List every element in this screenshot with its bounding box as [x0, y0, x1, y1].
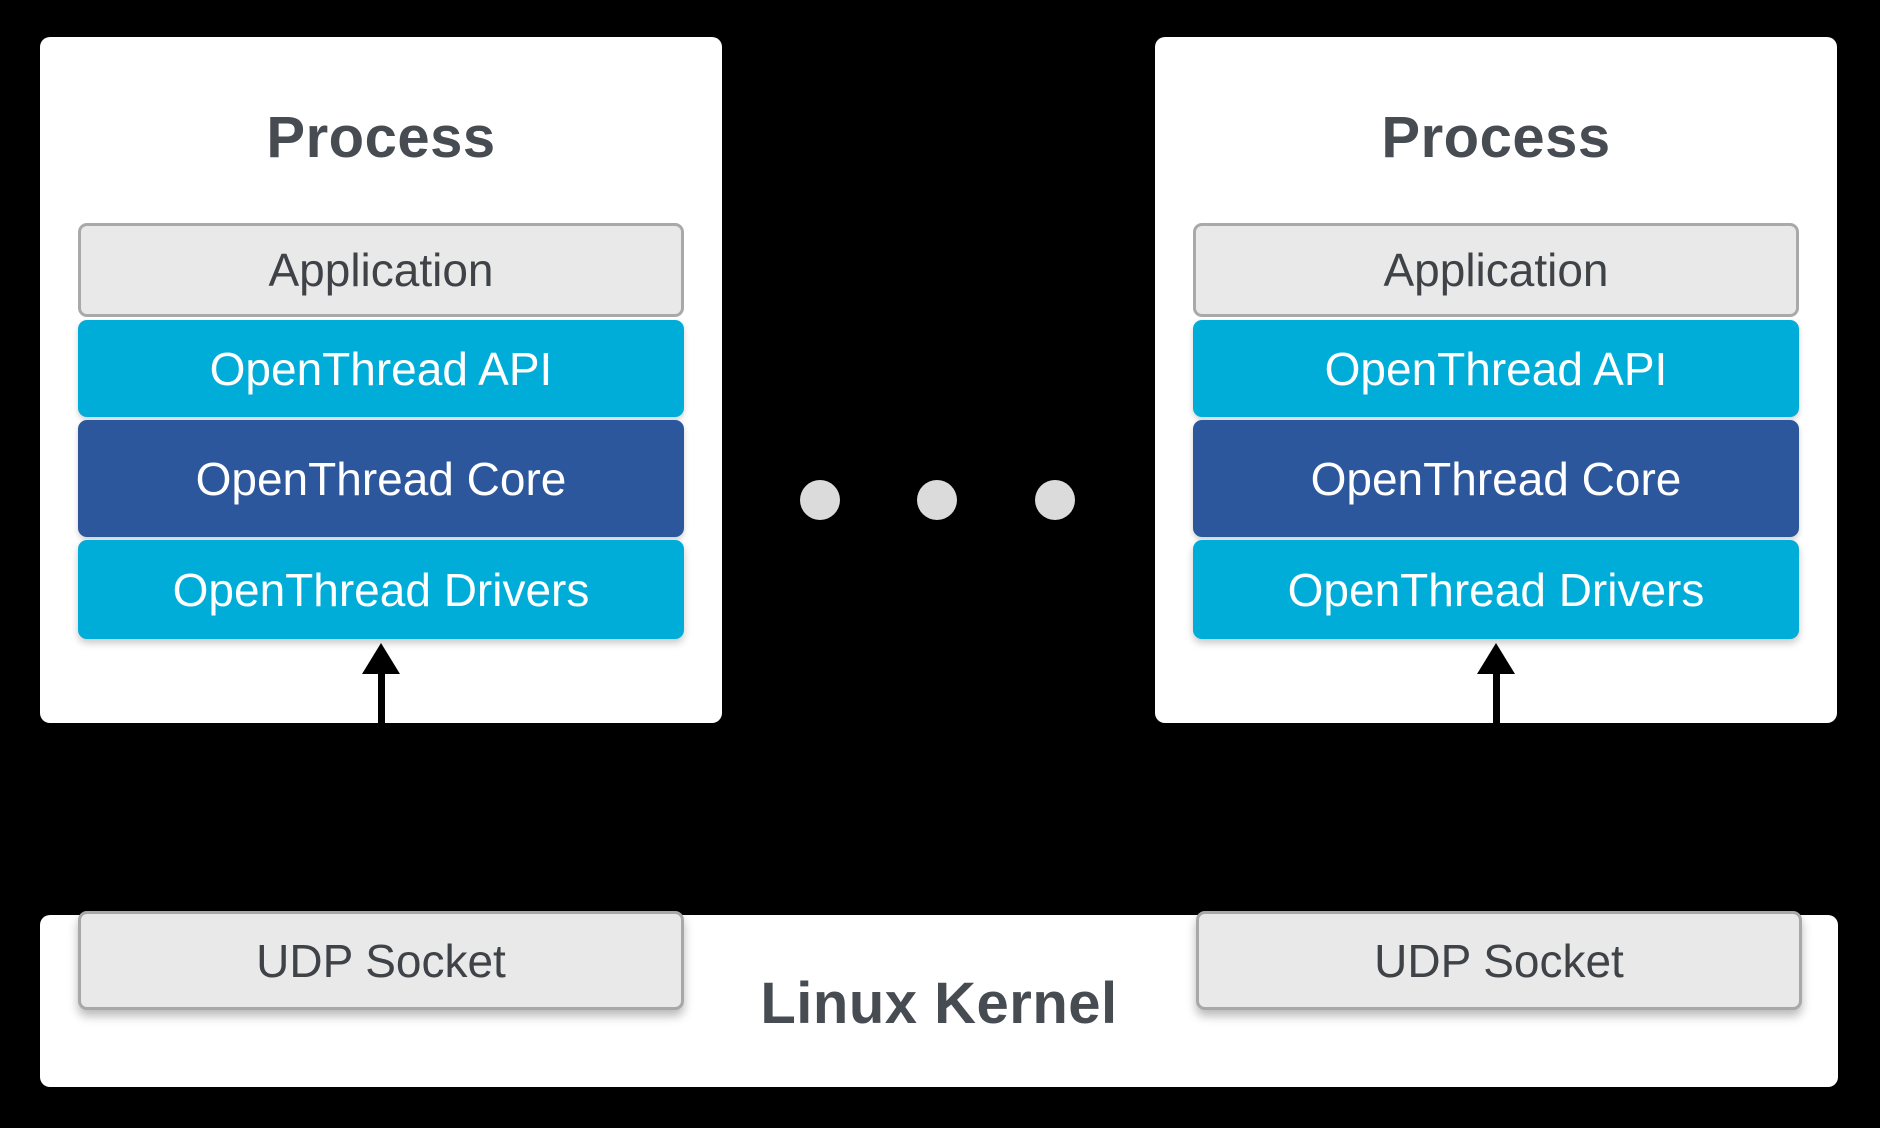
process-panel-right: Process Application OpenThread API OpenT… — [1155, 37, 1837, 723]
linux-kernel-label: Linux Kernel — [760, 971, 1118, 1036]
udp-to-drivers-arrow-icon — [362, 643, 400, 723]
layer-openthread-core: OpenThread Core — [78, 420, 684, 537]
linux-kernel-bar: UDP Socket UDP Socket Linux Kernel — [40, 911, 1838, 1087]
layer-openthread-api-label: OpenThread API — [209, 342, 553, 395]
layer-openthread-core: OpenThread Core — [1193, 420, 1799, 537]
layer-openthread-api-label: OpenThread API — [1324, 342, 1668, 395]
udp-socket-label: UDP Socket — [1374, 934, 1624, 987]
layer-application-label: Application — [268, 244, 494, 296]
ellipsis-dot — [800, 480, 840, 520]
arrow-shaft — [377, 670, 385, 723]
layer-openthread-drivers: OpenThread Drivers — [78, 540, 684, 639]
udp-to-drivers-arrow-icon — [1477, 643, 1515, 723]
layer-openthread-api: OpenThread API — [78, 320, 684, 417]
layer-openthread-drivers: OpenThread Drivers — [1193, 540, 1799, 639]
layer-application-label: Application — [1383, 244, 1609, 296]
arrow-shaft — [1492, 670, 1500, 723]
udp-socket-box-right: UDP Socket — [1196, 911, 1802, 1010]
layer-application: Application — [78, 223, 684, 317]
process-panel-left: Process Application OpenThread API OpenT… — [40, 37, 722, 723]
layer-openthread-api: OpenThread API — [1193, 320, 1799, 417]
ellipsis-dot — [1035, 480, 1075, 520]
arrow-head — [362, 643, 400, 674]
process-title: Process — [1381, 105, 1611, 170]
layer-openthread-drivers-label: OpenThread Drivers — [172, 563, 590, 616]
udp-socket-box-left: UDP Socket — [78, 911, 684, 1010]
layer-openthread-core-label: OpenThread Core — [195, 452, 567, 505]
layer-openthread-drivers-label: OpenThread Drivers — [1287, 563, 1705, 616]
process-title: Process — [266, 105, 496, 170]
arrow-head — [1477, 643, 1515, 674]
layer-application: Application — [1193, 223, 1799, 317]
layer-openthread-core-label: OpenThread Core — [1310, 452, 1682, 505]
ellipsis-dot — [917, 480, 957, 520]
udp-socket-label: UDP Socket — [256, 934, 506, 987]
